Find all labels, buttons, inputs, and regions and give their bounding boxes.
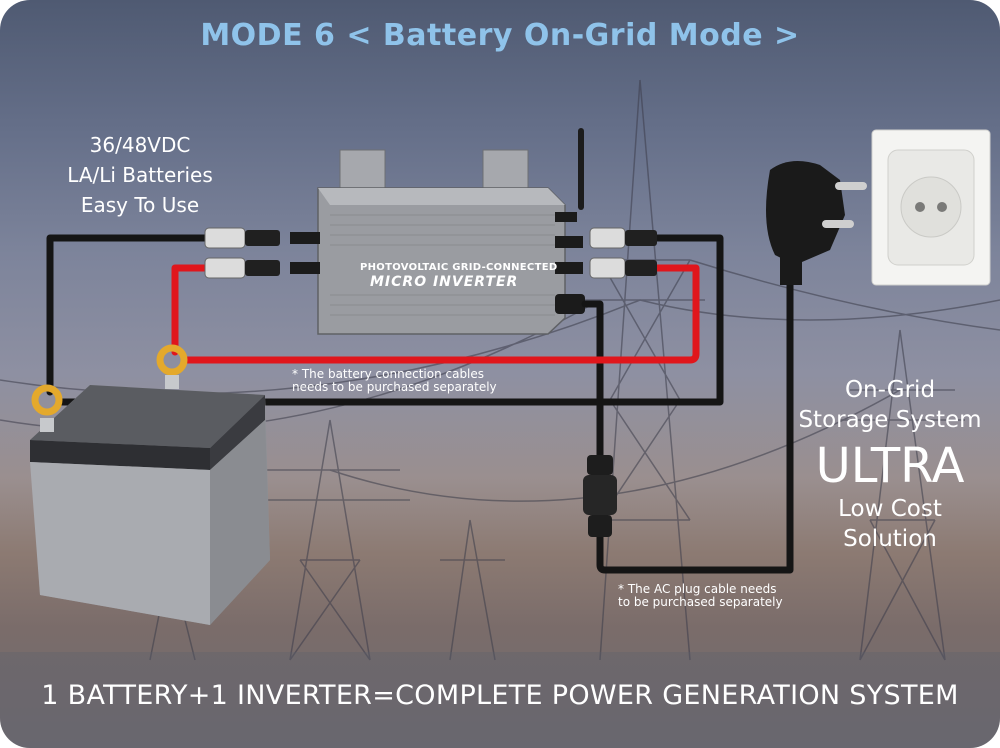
antenna — [578, 128, 584, 210]
micro-inverter — [290, 187, 585, 335]
battery — [30, 375, 270, 625]
wall-socket — [871, 129, 991, 286]
mount-bracket-right-plate — [482, 149, 529, 193]
battery-spec-line2: LA/Li Batteries — [67, 163, 213, 187]
positive-ring-terminal — [156, 344, 188, 376]
inverter-label-line1: PHOTOVOLTAIC GRID-CONNECTED — [360, 262, 558, 273]
side-panel-highlight: ULTRA — [815, 438, 965, 494]
ac-cable-note: * The AC plug cable needs to be purchase… — [618, 583, 783, 609]
battery-cable-note: * The battery connection cables needs to… — [292, 368, 497, 394]
mount-bracket-left-plate — [339, 149, 386, 193]
battery-spec-line3: Easy To Use — [80, 193, 200, 217]
ac-inline-connector — [583, 455, 617, 537]
footer-caption: 1 BATTERY+1 INVERTER=COMPLETE POWER GENE… — [41, 680, 959, 711]
page-title: MODE 6 < Battery On-Grid Mode > — [200, 18, 800, 53]
battery-cable-note-line2: needs to be purchased separately — [292, 380, 497, 394]
positive-cables — [171, 264, 700, 364]
mc4-connectors-right — [589, 227, 657, 279]
footer-band — [0, 652, 1000, 748]
battery-spec-label: 36/48VDC LA/Li Batteries Easy To Use — [40, 130, 240, 220]
mc4-connectors-left — [204, 227, 280, 279]
side-panel-line1: On-Grid — [844, 377, 936, 403]
schuko-plug — [766, 161, 867, 285]
negative-ring-terminal — [31, 384, 63, 416]
battery-spec-line1: 36/48VDC — [89, 133, 191, 157]
battery-cable-note-line1: * The battery connection cables — [292, 367, 485, 381]
ac-cable-note-line1: * The AC plug cable needs — [618, 582, 777, 596]
ac-cable-note-line2: to be purchased separately — [618, 595, 783, 609]
side-panel-line2: Storage System — [798, 407, 982, 433]
negative-cables — [46, 234, 794, 574]
side-panel-line3: Low Cost — [838, 496, 942, 522]
side-panel-line4: Solution — [843, 526, 937, 552]
inverter-label-line2: MICRO INVERTER — [370, 274, 519, 290]
